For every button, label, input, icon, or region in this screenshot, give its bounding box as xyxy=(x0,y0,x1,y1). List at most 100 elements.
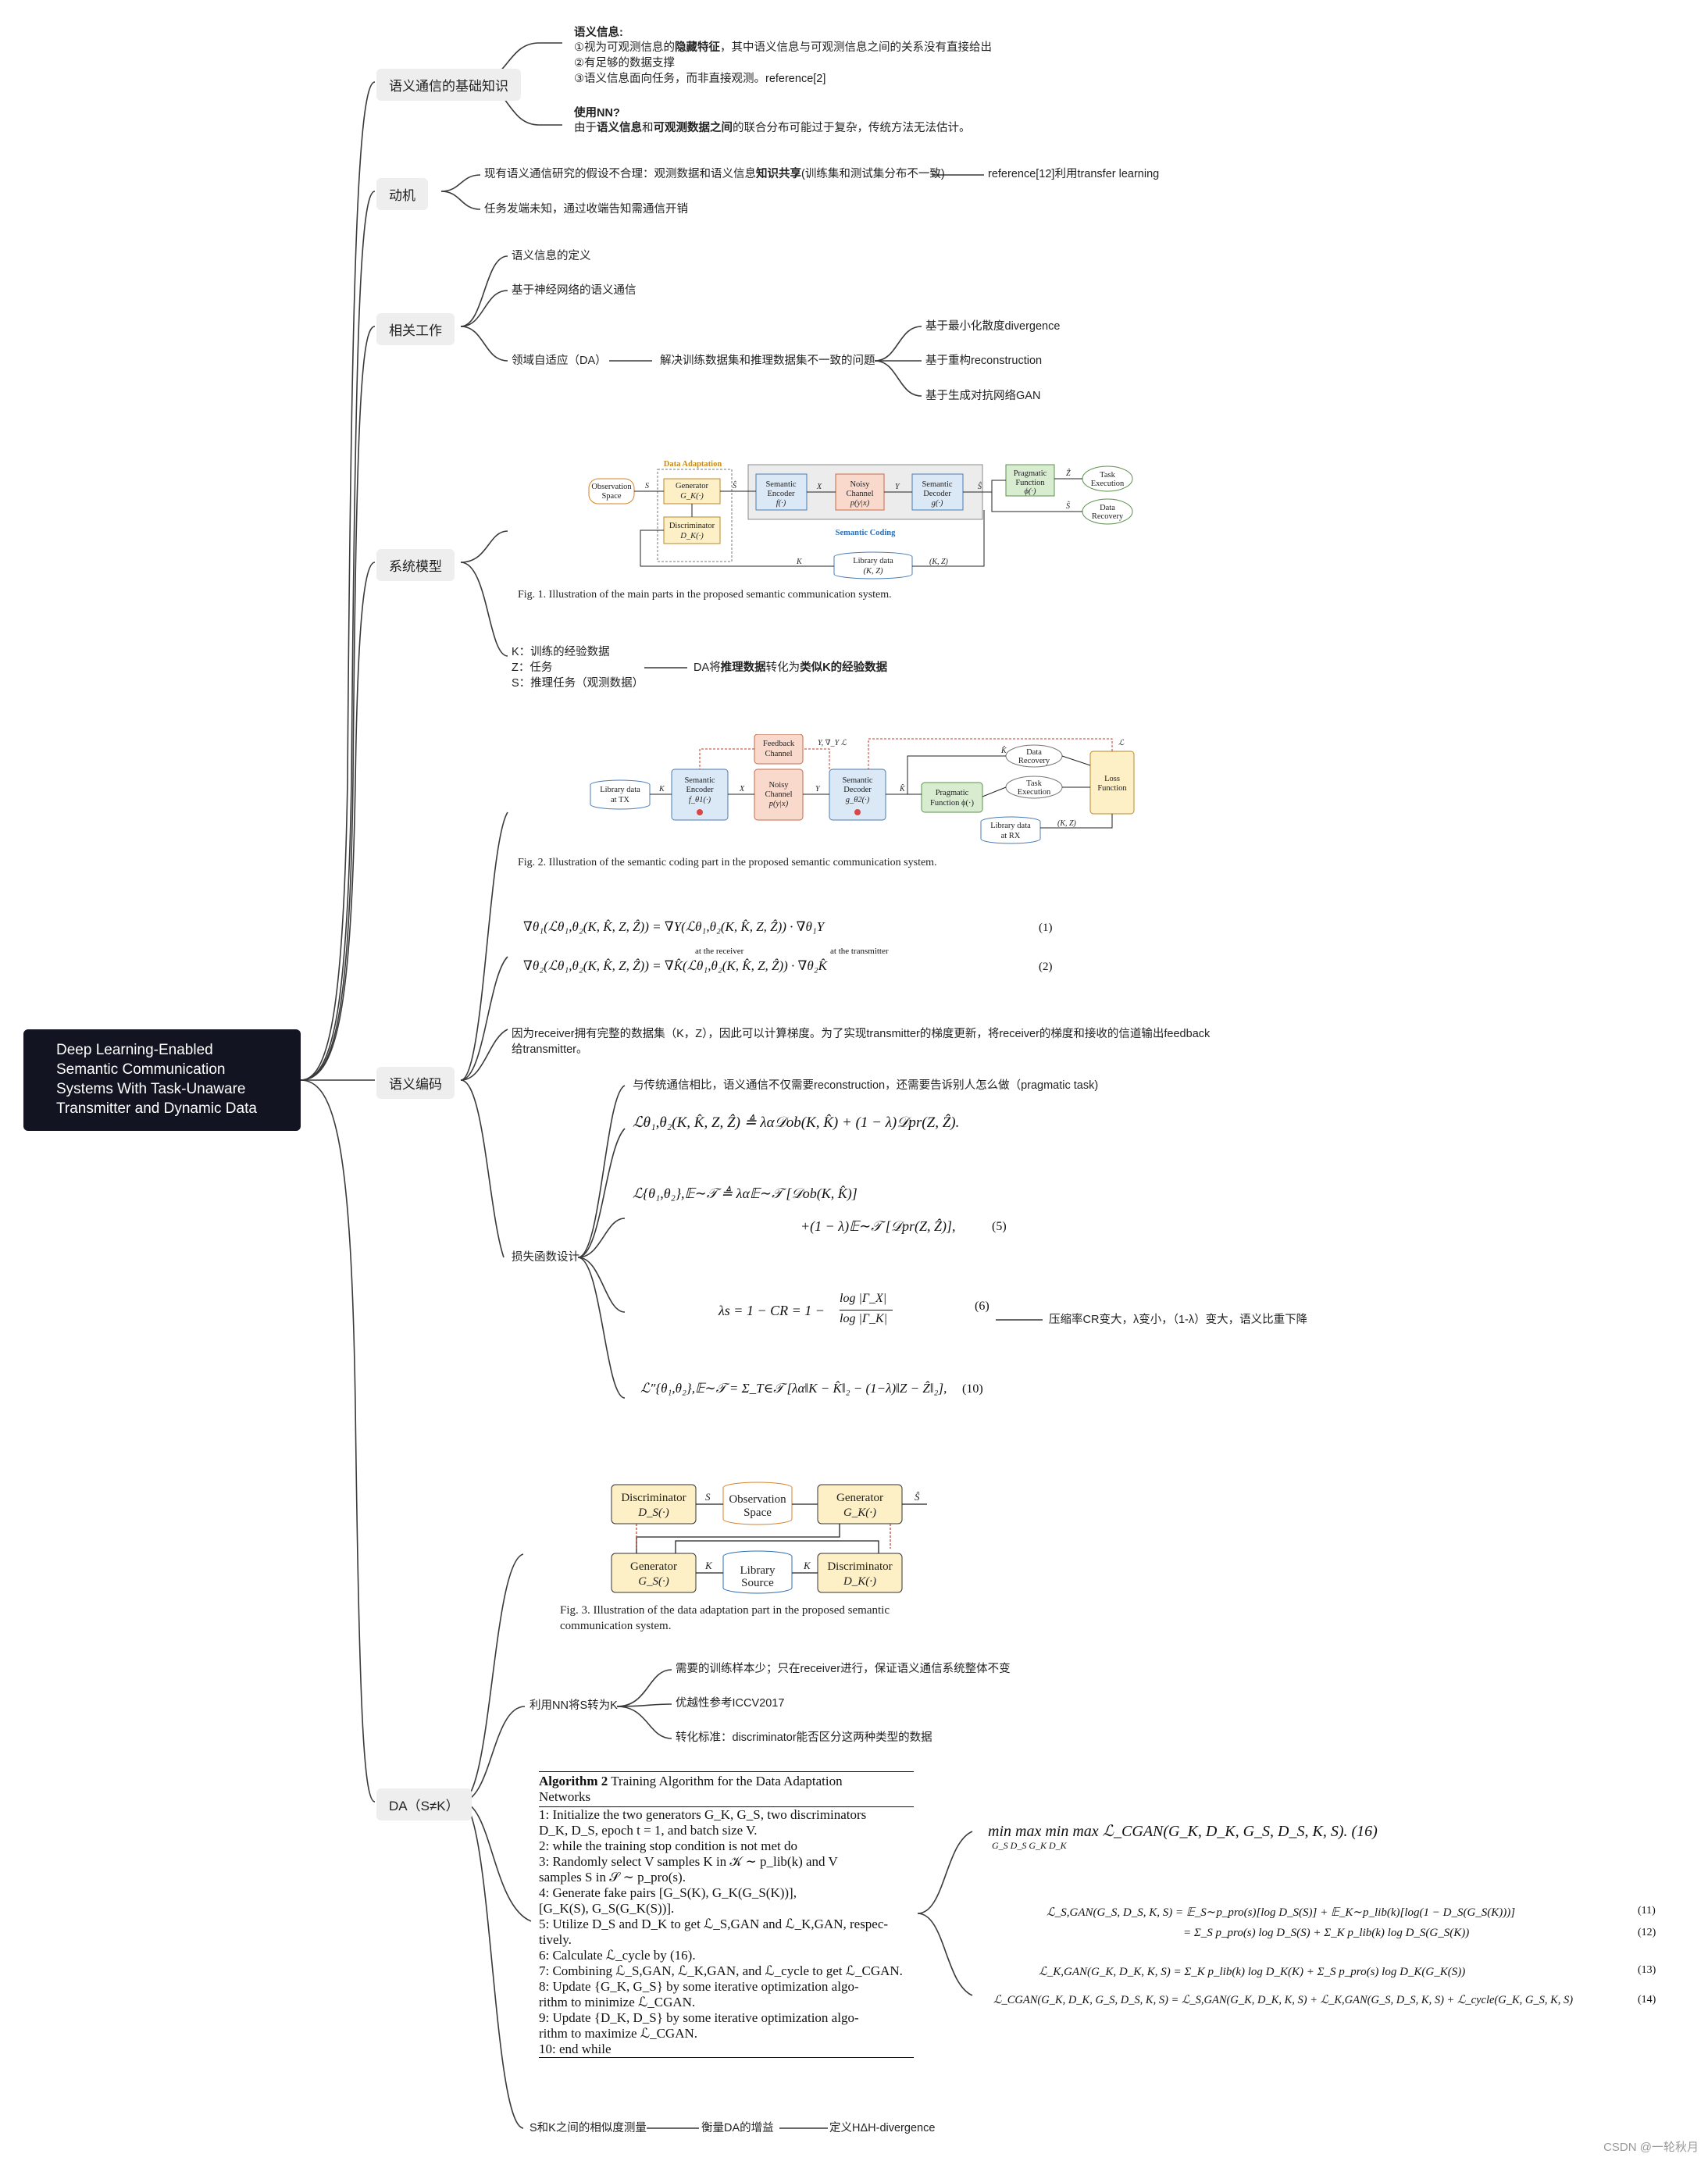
svg-text:Channel: Channel xyxy=(765,790,793,799)
svg-text:Noisy: Noisy xyxy=(768,781,789,790)
eq-1: ∇θ₁(ℒθ₁,θ₂(K, K̂, Z, Ẑ)) = ∇Y(ℒθ₁,θ₂(K, … xyxy=(523,919,825,934)
node-related[interactable]: 相关工作 xyxy=(376,313,455,345)
loss-design-node[interactable]: 损失函数设计 xyxy=(512,1251,579,1264)
motivation-item-2[interactable]: 任务发端未知，通过收端告知需通信开销 xyxy=(484,203,688,216)
sem-item-1: ①视为可观测信息的隐藏特征，其中语义信息与可观测信息之间的关系没有直接给出 xyxy=(574,41,992,54)
da-similarity-node[interactable]: S和K之间的相似度测量 xyxy=(530,2122,647,2134)
svg-text:Noisy: Noisy xyxy=(850,480,870,489)
watermark: CSDN @一轮秋月 xyxy=(1603,2141,1699,2154)
svg-text:g_θ2(·): g_θ2(·) xyxy=(846,796,870,804)
related-item-3-child[interactable]: 解决训练数据集和推理数据集不一致的问题 xyxy=(660,355,875,367)
eq-16-subscripts: G_S D_S G_K D_K xyxy=(992,1840,1067,1851)
svg-text:f_θ1(·): f_θ1(·) xyxy=(689,796,711,804)
svg-text:Semantic: Semantic xyxy=(922,480,952,489)
svg-text:Library data: Library data xyxy=(600,786,640,794)
loss-item-1[interactable]: 与传统通信相比，语义通信不仅需要reconstruction，还需要告诉别人怎么… xyxy=(633,1079,1099,1092)
da-nn-item-2[interactable]: 优越性参考ICCV2017 xyxy=(676,1697,785,1710)
svg-text:D_K(·): D_K(·) xyxy=(843,1575,876,1588)
sem-item-2: ②有足够的数据支撑 xyxy=(574,57,675,70)
svg-text:Semantic: Semantic xyxy=(765,480,796,489)
loss-eq-c: λs = 1 − CR = 1 − xyxy=(719,1303,825,1318)
eq-12: = Σ_S p_pro(s) log D_S(S) + Σ_K p_lib(k)… xyxy=(1183,1927,1470,1939)
svg-text:K: K xyxy=(704,1560,713,1571)
eq-13-number: (13) xyxy=(1638,1964,1656,1976)
svg-text:X: X xyxy=(816,483,822,491)
svg-text:at TX: at TX xyxy=(611,796,629,804)
node-basics[interactable]: 语义通信的基础知识 xyxy=(376,69,521,101)
svg-text:(K, Z): (K, Z) xyxy=(929,558,949,566)
related-item-2[interactable]: 基于神经网络的语义通信 xyxy=(512,284,636,297)
related-item-3[interactable]: 领域自适应（DA） xyxy=(512,355,607,367)
fig1-da-title: Data Adaptation xyxy=(664,460,722,469)
svg-text:Generator: Generator xyxy=(630,1560,677,1573)
coding-feedback-note-2[interactable]: 给transmitter。 xyxy=(512,1043,588,1056)
da-nn-item-3[interactable]: 转化标准：discriminator能否区分这两种类型的数据 xyxy=(676,1731,932,1744)
system-da-note[interactable]: DA将推理数据转化为类似K的经验数据 xyxy=(694,661,888,674)
da-similarity-child[interactable]: 衡量DA的增益 xyxy=(701,2122,774,2134)
svg-text:g(·): g(·) xyxy=(932,499,943,508)
svg-text:Ŝ: Ŝ xyxy=(1066,501,1070,511)
da-similarity-leaf[interactable]: 定义HΔH-divergence xyxy=(829,2122,936,2134)
node-motivation[interactable]: 动机 xyxy=(376,178,428,210)
svg-text:Ẑ: Ẑ xyxy=(1066,469,1071,478)
da-nn-node[interactable]: 利用NN将S转为K xyxy=(530,1699,618,1712)
svg-text:at RX: at RX xyxy=(1001,832,1021,840)
svg-text:Execution: Execution xyxy=(1018,788,1051,797)
motivation-item-1-child[interactable]: reference[12]利用transfer learning xyxy=(988,168,1160,180)
edge-root-system xyxy=(300,562,376,1081)
eq-12-number: (12) xyxy=(1638,1927,1656,1938)
eq-2-number: (2) xyxy=(1039,961,1053,973)
motivation-item-1[interactable]: 现有语义通信研究的假设不合理：观测数据和语义信息知识共享(训练集和测试集分布不一… xyxy=(484,168,945,180)
svg-text:S: S xyxy=(705,1491,711,1503)
svg-text:Discriminator: Discriminator xyxy=(827,1560,892,1573)
edge-root-related xyxy=(300,326,376,1081)
svg-text:Channel: Channel xyxy=(765,750,793,758)
svg-text:(K, Z): (K, Z) xyxy=(1057,819,1077,828)
svg-text:Y: Y xyxy=(895,483,900,491)
svg-text:ϕ(·): ϕ(·) xyxy=(1024,487,1036,496)
loss-eq-b2: +(1 − λ)𝔼∼𝒯 [𝒟pr(Z, Ẑ)], xyxy=(801,1218,956,1234)
svg-text:p(y|x): p(y|x) xyxy=(768,800,789,808)
svg-text:Observation: Observation xyxy=(729,1493,786,1506)
svg-text:Library data: Library data xyxy=(990,822,1031,830)
eq-11: ℒ_S,GAN(G_S, D_S, K, S) = 𝔼_S∼p_pro(s)[l… xyxy=(1047,1906,1516,1919)
svg-text:Function: Function xyxy=(1015,479,1045,487)
related-leaf-2[interactable]: 基于重构reconstruction xyxy=(925,355,1043,367)
root-node[interactable]: Deep Learning-Enabled Semantic Communica… xyxy=(23,1029,301,1131)
svg-text:Task: Task xyxy=(1026,779,1042,788)
svg-text:Ŝ: Ŝ xyxy=(978,482,982,491)
coding-feedback-note-1[interactable]: 因为receiver拥有完整的数据集（K，Z），因此可以计算梯度。为了实现tra… xyxy=(512,1028,1211,1040)
system-z[interactable]: Z：任务 xyxy=(512,661,553,674)
fig1-sc-title: Semantic Coding xyxy=(836,529,896,537)
node-da[interactable]: DA（S≠K） xyxy=(376,1788,472,1820)
svg-text:Discriminator: Discriminator xyxy=(621,1492,686,1504)
svg-text:Semantic: Semantic xyxy=(684,776,715,785)
system-k[interactable]: K：训练的经验数据 xyxy=(512,646,610,658)
eq-1-number: (1) xyxy=(1039,922,1053,934)
svg-text:Pragmatic: Pragmatic xyxy=(1014,469,1047,478)
svg-text:Ŝ: Ŝ xyxy=(733,481,736,490)
svg-text:Function ϕ(·): Function ϕ(·) xyxy=(930,799,974,808)
fig3-caption-2: communication system. xyxy=(560,1620,672,1632)
related-leaf-3[interactable]: 基于生成对抗网络GAN xyxy=(925,390,1041,402)
svg-text:Recovery: Recovery xyxy=(1092,512,1124,521)
figure-1: Data Adaptation Semantic Coding Observat… xyxy=(578,457,1156,582)
svg-text:K: K xyxy=(658,785,665,793)
svg-text:Task: Task xyxy=(1100,471,1115,480)
svg-text:S: S xyxy=(645,482,649,490)
node-system[interactable]: 系统模型 xyxy=(376,549,455,581)
eq-11-number: (11) xyxy=(1638,1905,1656,1917)
svg-text:K̂: K̂ xyxy=(1000,745,1007,755)
related-leaf-1[interactable]: 基于最小化散度divergence xyxy=(925,320,1061,333)
related-item-1[interactable]: 语义信息的定义 xyxy=(512,250,591,262)
loss-eq-c-child[interactable]: 压缩率CR变大，λ变小，（1-λ）变大，语义比重下降 xyxy=(1049,1314,1308,1326)
node-coding[interactable]: 语义编码 xyxy=(376,1067,455,1099)
svg-text:D_S(·): D_S(·) xyxy=(637,1507,669,1519)
eq-2: ∇θ₂(ℒθ₁,θ₂(K, K̂, Z, Ẑ)) = ∇K̂(ℒθ₁,θ₂(K,… xyxy=(523,958,828,973)
da-nn-item-1[interactable]: 需要的训练样本少；只在receiver进行，保证语义通信系统整体不变 xyxy=(676,1663,1011,1675)
system-s[interactable]: S：推理任务（观测数据） xyxy=(512,677,644,690)
svg-text:Source: Source xyxy=(741,1577,774,1589)
fig2-caption: Fig. 2. Illustration of the semantic cod… xyxy=(518,857,937,868)
svg-text:G_S(·): G_S(·) xyxy=(638,1575,669,1588)
